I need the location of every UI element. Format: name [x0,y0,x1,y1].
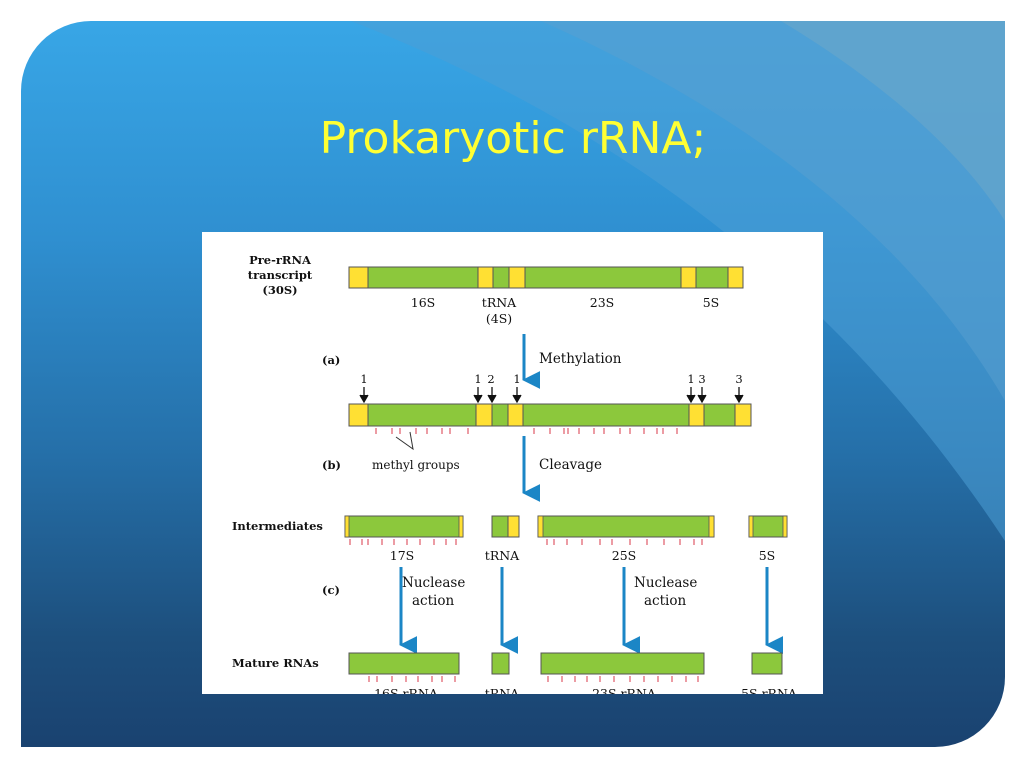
segment-4s-label: (4S) [486,311,512,326]
spacer-segment [688,403,705,427]
segment-16s-label: 16S [411,295,435,310]
intermediate-methyl-marks [349,539,703,545]
pre-rrna-label-line3: (30S) [262,283,297,297]
cleavage-site-number: 2 [487,372,494,386]
cleavage-site-number: 1 [474,372,481,386]
spacer-segment [680,266,697,289]
cleavage-arrow [734,387,744,404]
cleavage-sites: 1 1 2 1 1 3 3 [359,372,744,404]
pre-rrna-bar [348,266,744,289]
cleavage-arrow [359,387,369,404]
cleavage-site-number: 1 [360,372,367,386]
mature-16s-label: 16S rRNA [374,686,439,694]
spacer-segment [477,266,494,289]
methyl-groups-pointer [395,431,414,451]
cleavage-site-number: 1 [687,372,694,386]
cleavage-arrow [686,387,696,404]
mature-5s-label: 5S rRNA [741,686,798,694]
mature-methyl-marks [368,676,699,682]
step-b-letter: (b) [322,458,341,472]
cleavage-site-number: 3 [735,372,742,386]
nuclease-label-line2: action [644,593,686,609]
intermediate-trna-label: tRNA [485,548,520,563]
intermediate-25s-label: 25S [612,548,636,563]
methyl-group-marks [375,428,678,434]
step-c-letter: (c) [322,583,340,597]
pre-rrna-label-line2: transcript [248,268,313,282]
segment-trna-label: tRNA [482,295,517,310]
slide-background-swoosh [351,21,1005,541]
intermediate-25s-bar [537,515,715,538]
mature-rnas-row-label: Mature RNAs [232,656,319,670]
mature-23s-label: 23S rRNA [592,686,657,694]
intermediate-5s-bar [748,515,788,538]
slide-title: Prokaryotic rRNA; [319,113,707,164]
segment-5s-label: 5S [703,295,720,310]
cleavage-site-number: 3 [698,372,705,386]
spacer-segment [348,403,369,427]
intermediate-trna-bar [491,515,520,538]
cleavage-arrow [512,387,522,404]
rrna-processing-figure: Pre-rRNA transcript (30S) 16S tRNA (4S) … [202,232,823,694]
spacer-segment [734,403,752,427]
nuclease-label-line1: Nuclease [402,575,465,591]
cleavage-arrow [473,387,483,404]
nuclease-label-line1: Nuclease [634,575,697,591]
pre-rrna-label-line1: Pre-rRNA [249,253,312,267]
methyl-groups-label: methyl groups [372,458,460,472]
mature-trna-label: tRNA [485,686,520,694]
cleavage-arrow [487,387,497,404]
cleavage-site-number: 1 [513,372,520,386]
slide: Prokaryotic rRNA; Pre-rRNA transcript (3… [21,21,1005,747]
intermediates-row-label: Intermediates [232,519,323,533]
spacer-segment [507,403,524,427]
intermediate-17s-bar [344,515,464,538]
cleavage-arrow [697,387,707,404]
intermediate-17s-label: 17S [390,548,414,563]
mature-16s-bar [348,652,460,675]
step-a-letter: (a) [322,353,340,367]
methylated-transcript-bar [348,403,752,427]
spacer-segment [348,266,369,289]
mature-5s-bar [751,652,783,675]
rrna-processing-diagram: Pre-rRNA transcript (30S) 16S tRNA (4S) … [232,253,798,694]
cleavage-label: Cleavage [539,457,602,473]
nuclease-label-line2: action [412,593,454,609]
spacer-segment [475,403,493,427]
intermediate-5s-label: 5S [759,548,776,563]
methylation-label: Methylation [539,351,622,367]
mature-trna-bar [491,652,510,675]
segment-23s-label: 23S [590,295,614,310]
spacer-segment [727,266,744,289]
spacer-segment [508,266,526,289]
mature-23s-bar [540,652,705,675]
